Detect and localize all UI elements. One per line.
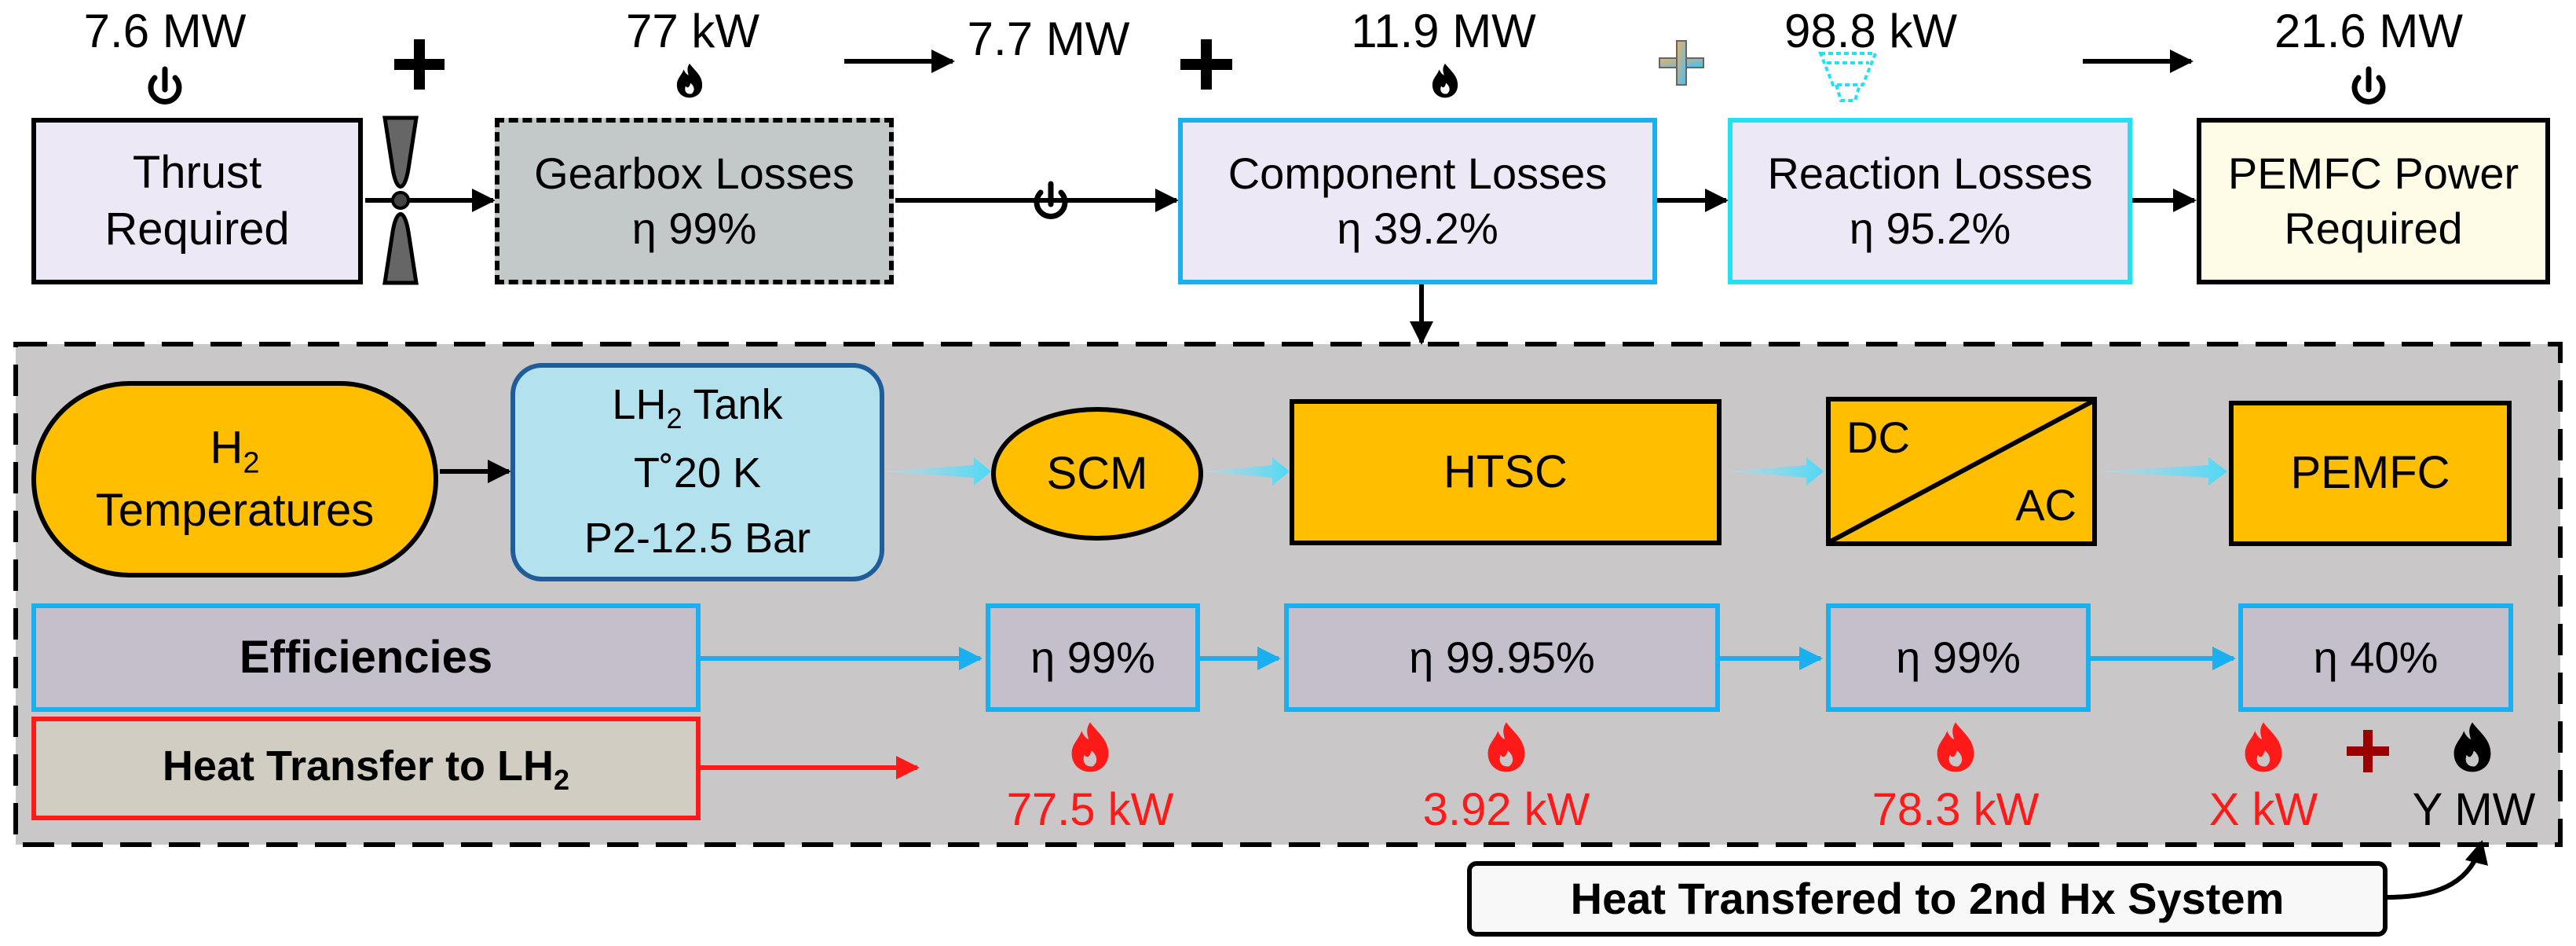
heat-transfer-2nd-hx-callout: Heat Transfered to 2nd Hx System: [1467, 861, 2388, 937]
scm-label: SCM: [1046, 447, 1148, 499]
heat-transfer-main: Heat Transfer to LH: [162, 742, 554, 790]
pemfc-power-required-box: PEMFC Power Required: [2197, 118, 2550, 284]
tank-rest: Tank: [682, 381, 783, 429]
h2-temps-sub: 2: [243, 446, 260, 480]
pemfc-power-label-2: Required: [2284, 204, 2463, 253]
pemfc-power-value: 21.6 MW: [2274, 5, 2464, 57]
reaction-label-1: Reaction Losses: [1767, 148, 2093, 198]
reaction-value: 98.8 kW: [1784, 5, 1958, 57]
plus-icon: [1659, 40, 1704, 86]
reaction-label-2: η 95.2%: [1849, 204, 2011, 253]
thrust-label-2: Required: [104, 204, 290, 255]
tank-main: LH: [612, 381, 667, 429]
efficiency-converter: η 99%: [1896, 632, 2021, 682]
plus-icon: [2347, 730, 2389, 772]
reactor-cup-icon: [1818, 52, 1878, 102]
component-label-1: Component Losses: [1228, 148, 1608, 198]
heat-transfer-sub: 2: [554, 763, 570, 796]
converter-ac-label: AC: [2015, 480, 2077, 530]
lh2-tank-node: LH2 Tank T˚20 K P2-12.5 Bar: [510, 363, 884, 581]
scm-node: SCM: [991, 407, 1203, 541]
tank-temperature: T˚20 K: [633, 449, 762, 497]
heat-transfer-label-box: Heat Transfer to LH2: [31, 717, 701, 820]
flame-icon: [1432, 63, 1458, 98]
flame-icon: [676, 63, 703, 98]
component-losses-box: Component Losses η 39.2%: [1178, 118, 1657, 284]
converter-diagonal: [1831, 402, 2092, 541]
reaction-losses-box: Reaction Losses η 95.2%: [1728, 118, 2132, 284]
pemfc-power-label-1: PEMFC Power: [2227, 148, 2519, 198]
efficiency-scm: η 99%: [1030, 632, 1155, 682]
htsc-label: HTSC: [1444, 446, 1568, 497]
efficiencies-label-box: Efficiencies: [31, 603, 701, 712]
heat-value-converter: 78.3 kW: [1872, 784, 2040, 835]
callout-label: Heat Transfered to 2nd Hx System: [1570, 874, 2285, 923]
plus-icon: [394, 39, 445, 90]
efficiency-pemfc-box: η 40%: [2238, 603, 2513, 712]
dc-ac-converter-node: DC AC: [1826, 397, 2097, 546]
efficiency-htsc-box: η 99.95%: [1284, 603, 1720, 712]
thrust-required-box: Thrust Required: [31, 118, 363, 284]
power-icon: [2355, 69, 2383, 101]
h2-temperatures-node: H2 Temperatures: [31, 381, 438, 578]
pemfc-label: PEMFC: [2290, 447, 2450, 499]
efficiencies-label: Efficiencies: [239, 631, 493, 683]
component-value: 11.9 MW: [1351, 5, 1536, 57]
gearbox-value: 77 kW: [625, 5, 760, 57]
heat-value-htsc: 3.92 kW: [1422, 784, 1590, 835]
efficiency-htsc: η 99.95%: [1409, 632, 1595, 682]
thrust-value: 7.6 MW: [83, 5, 247, 57]
efficiency-scm-box: η 99%: [986, 603, 1200, 712]
htsc-node: HTSC: [1290, 399, 1722, 545]
intermediate-value: 7.7 MW: [967, 13, 1130, 65]
component-label-2: η 39.2%: [1337, 204, 1498, 253]
tank-sub: 2: [666, 402, 682, 434]
connector-callout-y: [2387, 840, 2488, 900]
h2-temps-label: Temperatures: [95, 484, 375, 536]
gearbox-label-1: Gearbox Losses: [534, 148, 854, 198]
converter-dc-label: DC: [1846, 412, 1910, 462]
plus-icon: [1180, 39, 1232, 90]
h2-temps-main: H: [210, 421, 243, 473]
efficiency-converter-box: η 99%: [1826, 603, 2091, 712]
propeller-icon: [382, 116, 419, 285]
gearbox-label-2: η 99%: [631, 204, 757, 253]
power-icon: [151, 69, 179, 101]
efficiency-pemfc: η 40%: [2313, 632, 2439, 682]
thrust-label-1: Thrust: [132, 146, 262, 198]
pemfc-node: PEMFC: [2229, 401, 2512, 546]
heat-value-y: Y MW: [2412, 784, 2536, 835]
gearbox-losses-box: Gearbox Losses η 99%: [495, 118, 894, 284]
flow-arrows: [884, 457, 2227, 486]
heat-value-pemfc: X kW: [2208, 784, 2318, 835]
tank-pressure: P2-12.5 Bar: [584, 515, 811, 563]
heat-value-scm: 77.5 kW: [1006, 784, 1174, 835]
